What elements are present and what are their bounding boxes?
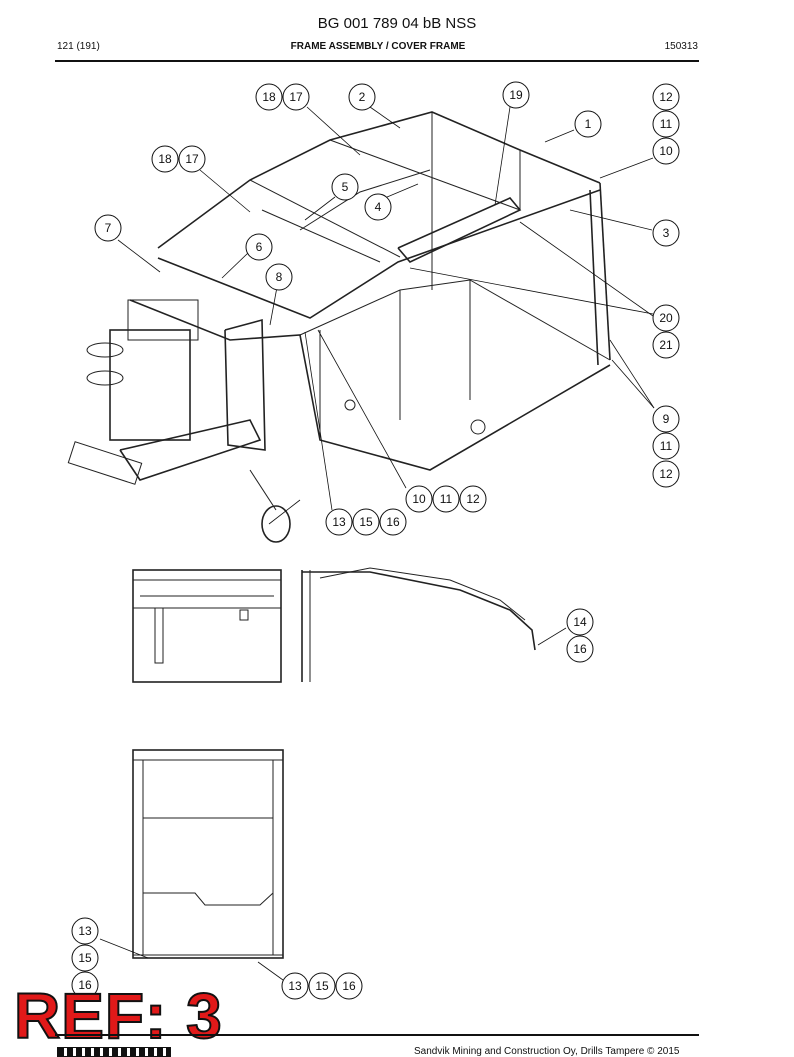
svg-text:5: 5: [342, 180, 349, 194]
svg-text:15: 15: [78, 951, 92, 965]
svg-text:3: 3: [663, 226, 670, 240]
callout-13: 13: [325, 508, 353, 536]
svg-text:11: 11: [660, 439, 673, 453]
callout-13: 13: [281, 972, 309, 1000]
page-number: 121 (191): [57, 41, 100, 52]
front-view: [132, 569, 282, 683]
callout-8: 8: [265, 263, 293, 291]
svg-text:17: 17: [185, 152, 199, 166]
callout-11: 11: [652, 110, 680, 138]
svg-text:14: 14: [573, 615, 587, 629]
callout-12: 12: [652, 460, 680, 488]
svg-text:10: 10: [412, 492, 426, 506]
callout-6: 6: [245, 233, 273, 261]
svg-text:11: 11: [660, 117, 673, 131]
svg-text:12: 12: [466, 492, 480, 506]
ref-stamp: REF: 3: [13, 980, 223, 1052]
callout-3: 3: [652, 219, 680, 247]
callout-18: 18: [151, 145, 179, 173]
callout-16: 16: [71, 971, 99, 999]
svg-text:15: 15: [315, 979, 329, 993]
callout-1: 1: [574, 110, 602, 138]
callout-15: 15: [352, 508, 380, 536]
callout-16: 16: [335, 972, 363, 1000]
callout-10: 10: [652, 137, 680, 165]
svg-text:18: 18: [262, 90, 276, 104]
callout-17: 17: [282, 83, 310, 111]
svg-text:21: 21: [659, 338, 673, 352]
svg-text:16: 16: [342, 979, 356, 993]
brand-logo: [57, 1047, 171, 1057]
svg-text:7: 7: [105, 221, 112, 235]
callout-16: 16: [379, 508, 407, 536]
side-view: [301, 567, 567, 682]
callout-10: 10: [405, 485, 433, 513]
callout-14: 14: [566, 608, 594, 636]
callout-21: 21: [652, 331, 680, 359]
svg-text:19: 19: [509, 88, 523, 102]
document-title: BG 001 789 04 bB NSS: [317, 15, 477, 32]
svg-text:2: 2: [359, 90, 366, 104]
svg-text:9: 9: [663, 412, 670, 426]
callout-2: 2: [348, 83, 376, 111]
svg-text:13: 13: [288, 979, 302, 993]
callout-15: 15: [71, 944, 99, 972]
top-view: [99, 749, 284, 981]
svg-text:8: 8: [276, 270, 283, 284]
callout-9: 9: [652, 405, 680, 433]
section-title: FRAME ASSEMBLY / COVER FRAME: [290, 41, 466, 52]
svg-text:13: 13: [78, 924, 92, 938]
callout-11: 11: [652, 432, 680, 460]
svg-text:16: 16: [573, 642, 587, 656]
callout-5: 5: [331, 173, 359, 201]
callout-20: 20: [652, 304, 680, 332]
svg-text:20: 20: [659, 311, 673, 325]
leader-lines: [117, 106, 655, 525]
callout-18: 18: [255, 83, 283, 111]
svg-text:11: 11: [440, 492, 453, 506]
copyright-text: Sandvik Mining and Construction Oy, Dril…: [414, 1046, 680, 1057]
svg-text:10: 10: [659, 144, 673, 158]
svg-text:13: 13: [332, 515, 346, 529]
header-divider: [55, 60, 699, 62]
isometric-frame-view: [67, 111, 611, 543]
document-code: 150313: [664, 41, 698, 52]
callout-13: 13: [71, 917, 99, 945]
svg-text:1: 1: [585, 117, 592, 131]
svg-text:12: 12: [659, 90, 673, 104]
svg-text:4: 4: [375, 200, 382, 214]
callout-12: 12: [652, 83, 680, 111]
callout-12: 12: [459, 485, 487, 513]
callout-7: 7: [94, 214, 122, 242]
svg-text:16: 16: [78, 978, 92, 992]
svg-text:6: 6: [256, 240, 263, 254]
callout-4: 4: [364, 193, 392, 221]
svg-text:18: 18: [158, 152, 172, 166]
svg-text:15: 15: [359, 515, 373, 529]
callout-17: 17: [178, 145, 206, 173]
svg-text:12: 12: [659, 467, 673, 481]
svg-text:16: 16: [386, 515, 400, 529]
footer-divider: [55, 1034, 699, 1036]
callout-16: 16: [566, 635, 594, 663]
svg-text:17: 17: [289, 90, 303, 104]
callout-15: 15: [308, 972, 336, 1000]
callout-19: 19: [502, 81, 530, 109]
callout-11: 11: [432, 485, 460, 513]
